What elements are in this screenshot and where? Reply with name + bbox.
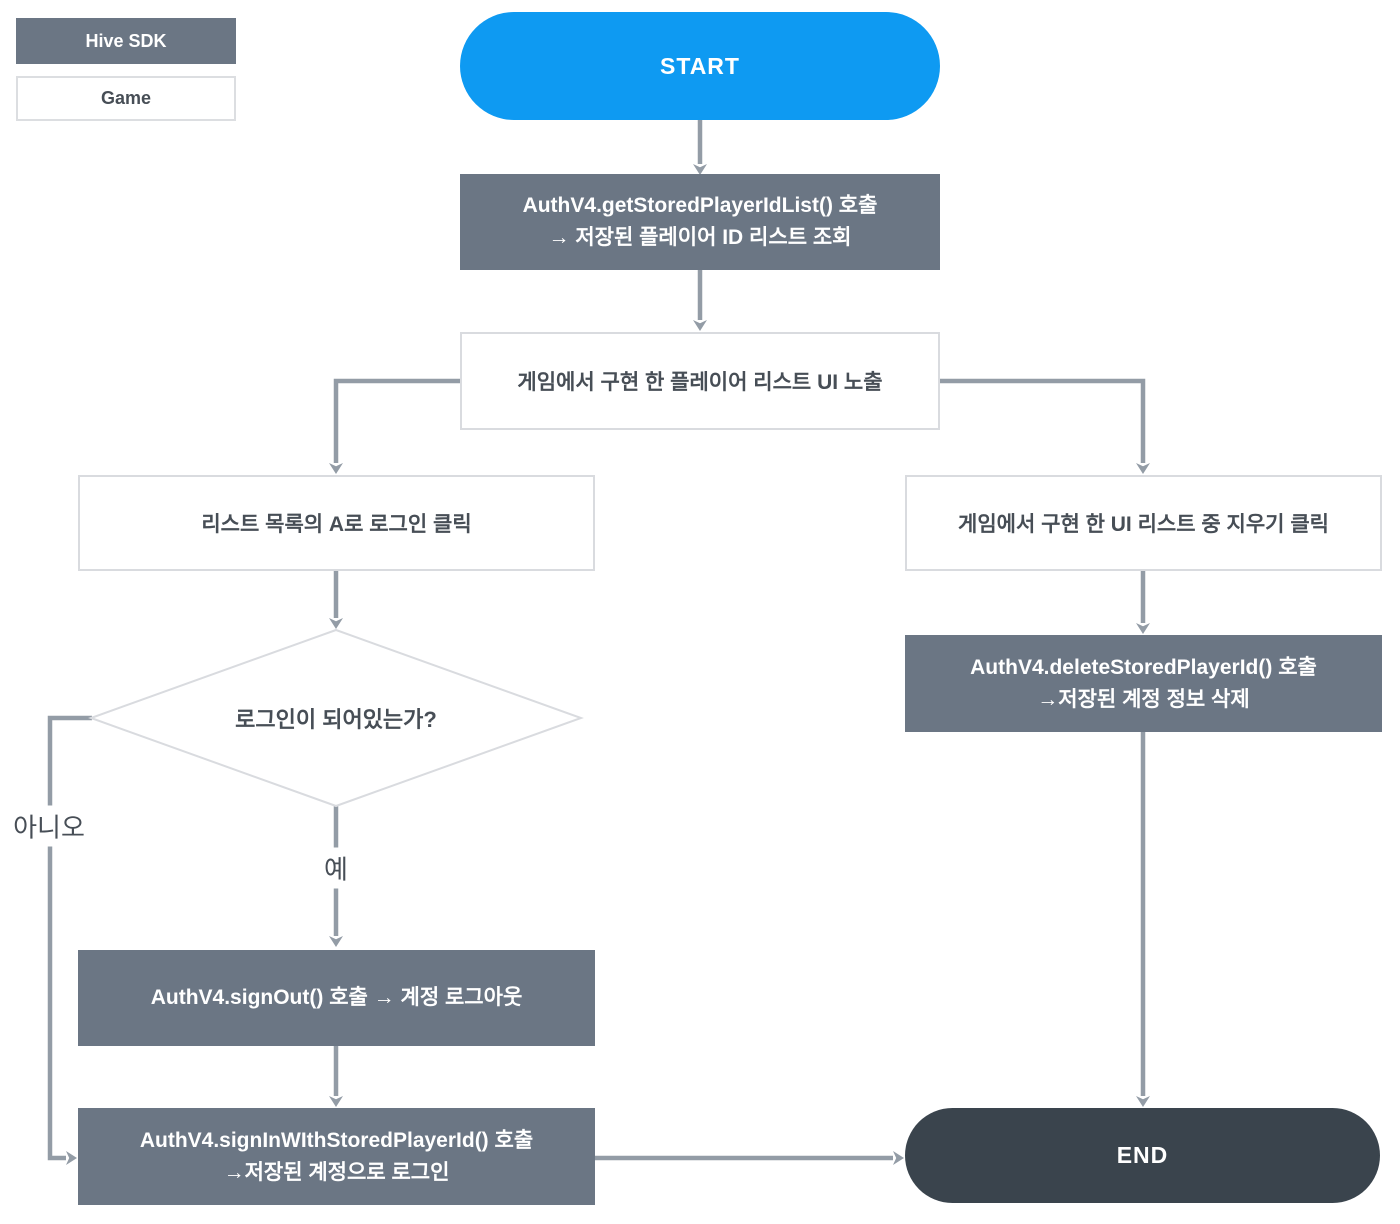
edge-showui-to-loginclick <box>329 378 460 474</box>
end-label: END <box>1116 1142 1169 1168</box>
legend-game: Game <box>16 76 236 121</box>
erase-click-label: 게임에서 구현 한 UI 리스트 중 지우기 클릭 <box>958 513 1329 536</box>
delete-stored-player-id-line2: →저장된 계정 정보 삭제 <box>1037 687 1250 711</box>
show-player-list-ui-label: 게임에서 구현 한 플레이어 리스트 UI 노출 <box>517 371 883 394</box>
login-click-box: 리스트 목록의 A로 로그인 클릭 <box>78 475 595 571</box>
sign-out-box: AuthV4.signOut() 호출 → 계정 로그아웃 <box>78 950 595 1046</box>
legend-hive-sdk: Hive SDK <box>16 18 236 64</box>
get-stored-player-id-list-box: AuthV4.getStoredPlayerIdList() 호출 → 저장된 … <box>460 174 940 270</box>
legend-hive-sdk-label: Hive SDK <box>85 30 167 51</box>
branch-label-no: 아니오 <box>8 805 90 847</box>
erase-click-box: 게임에서 구현 한 UI 리스트 중 지우기 클릭 <box>905 475 1382 571</box>
start-label: START <box>660 52 740 79</box>
decision-diamond-shape <box>88 628 584 808</box>
sign-out-label: AuthV4.signOut() 호출 → 계정 로그아웃 <box>150 986 523 1010</box>
sign-in-line1: AuthV4.signInWIthStoredPlayerId() 호출 <box>139 1128 534 1152</box>
get-stored-player-id-list-line2: → 저장된 플레이어 ID 리스트 조회 <box>548 226 852 249</box>
edge-showui-to-eraseclick <box>940 378 1150 474</box>
end-node: END <box>905 1108 1380 1203</box>
decision-logged-in: 로그인이 되어있는가? <box>116 640 556 796</box>
legend-game-label: Game <box>100 88 152 108</box>
sign-in-with-stored-player-id-box: AuthV4.signInWIthStoredPlayerId() 호출 →저장… <box>78 1108 595 1205</box>
start-node: START <box>460 12 940 120</box>
show-player-list-ui-box: 게임에서 구현 한 플레이어 리스트 UI 노출 <box>460 332 940 430</box>
branch-label-yes: 예 <box>319 847 353 889</box>
delete-stored-player-id-box: AuthV4.deleteStoredPlayerId() 호출 →저장된 계정… <box>905 635 1382 732</box>
edge-decision-no-to-signin <box>47 715 92 1165</box>
get-stored-player-id-list-line1: AuthV4.getStoredPlayerIdList() 호출 <box>522 194 878 218</box>
sign-in-line2: →저장된 계정으로 로그인 <box>223 1160 450 1184</box>
delete-stored-player-id-line1: AuthV4.deleteStoredPlayerId() 호출 <box>970 655 1317 679</box>
decision-logged-in-label: 로그인이 되어있는가? <box>235 707 437 732</box>
login-click-label: 리스트 목록의 A로 로그인 클릭 <box>201 513 472 536</box>
